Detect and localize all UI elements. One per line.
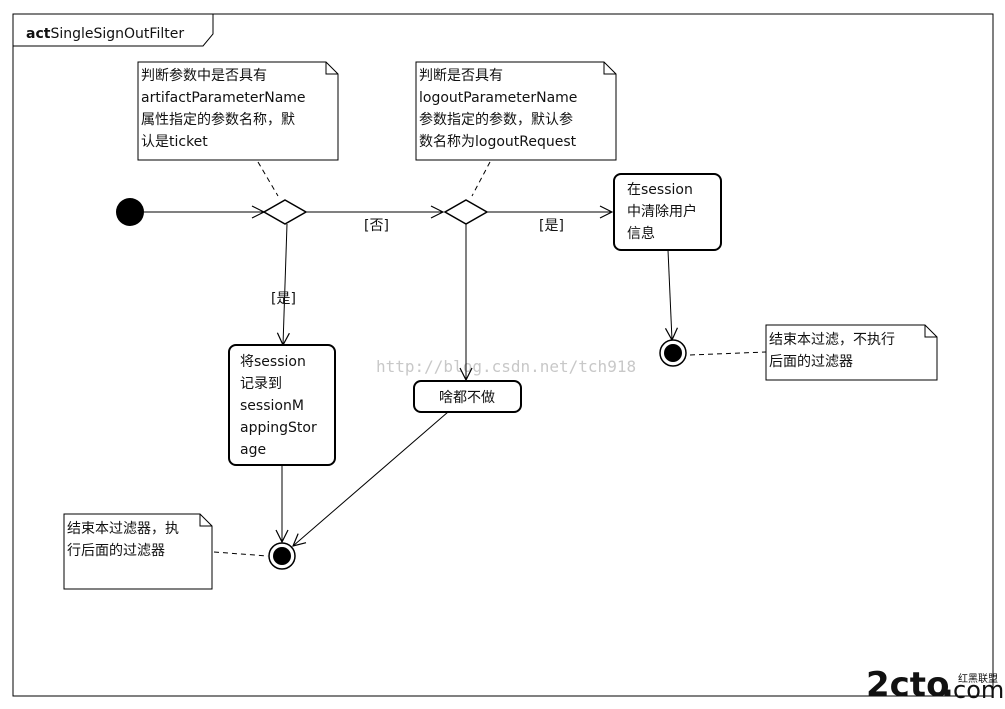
svg-text:2cto: 2cto: [866, 665, 949, 705]
action-clear-session-text: 在session 中清除用户 信息: [627, 182, 701, 242]
guard-no: [否]: [364, 218, 389, 234]
action-do-nothing-text: 啥都不做: [439, 390, 495, 406]
frame-tab: [13, 13, 214, 47]
note-artifact-param-text: 判断参数中是否具有 artifactParameterName 属性指定的参数名…: [141, 67, 310, 150]
action-record-session-text: 将session 记录到 sessionM appingStor age: [240, 354, 321, 458]
watermark-text: http://blog.csdn.net/tch918: [376, 357, 636, 376]
svg-text:com: com: [953, 676, 1004, 704]
decision-logout-param: [443, 199, 489, 225]
note-continue-filter: [63, 513, 213, 590]
note1-anchor: [257, 161, 279, 197]
note2-anchor: [471, 161, 491, 197]
note-stop-filter: [765, 324, 938, 381]
action-do-nothing: [413, 380, 522, 413]
edge-do-nothing-to-final2: [293, 411, 449, 546]
guard-yes-right: [是]: [539, 218, 564, 234]
note4-anchor: [213, 551, 269, 557]
note-logout-param-text: 判断是否具有 logoutParameterName 参数指定的参数，默认参 数…: [419, 68, 582, 150]
note-artifact-param-fold: [325, 62, 338, 75]
decision-artifact-param: [262, 199, 308, 225]
initial-node: [116, 198, 144, 226]
diagram-frame: [12, 13, 994, 697]
svg-text:.: .: [941, 665, 954, 705]
note-continue-filter-fold: [199, 514, 212, 527]
frame-title: actSingleSignOutFilter: [26, 26, 184, 42]
edge-decision1-to-record-session: [283, 223, 287, 345]
note-continue-filter-text: 结束本过滤器，执 行后面的过滤器: [67, 521, 183, 559]
note-logout-param-fold: [603, 62, 616, 75]
action-clear-session: [613, 173, 722, 251]
site-logo: 2cto . com 红黑联盟: [866, 665, 1004, 705]
svg-text:红黑联盟: 红黑联盟: [958, 672, 998, 685]
action-record-session: [228, 344, 336, 466]
note-stop-filter-fold: [924, 325, 937, 338]
final-node-continue: [268, 542, 296, 570]
note3-anchor: [689, 351, 767, 356]
note-logout-param: [415, 61, 617, 161]
note-artifact-param: [137, 61, 339, 161]
note-stop-filter-text: 结束本过滤，不执行 后面的过滤器: [769, 332, 899, 370]
guard-yes-down: [是]: [271, 291, 296, 307]
edge-clear-session-to-final1: [668, 249, 672, 340]
final-node-stop: [659, 339, 687, 367]
